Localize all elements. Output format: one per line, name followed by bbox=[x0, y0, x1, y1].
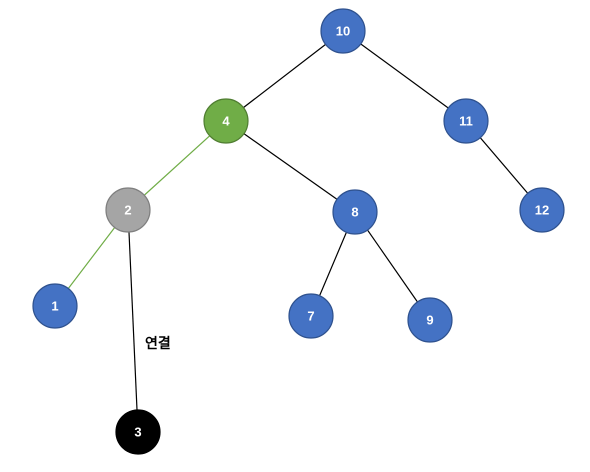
node-circle bbox=[115, 409, 161, 455]
node-label: 4 bbox=[222, 114, 230, 129]
tree-node-7: 7 bbox=[288, 293, 334, 339]
tree-node-9: 9 bbox=[407, 297, 453, 343]
node-circle bbox=[332, 189, 378, 235]
edge-10-11 bbox=[342, 30, 467, 122]
node-label: 8 bbox=[351, 205, 358, 220]
connect-annotation: 연결 bbox=[145, 335, 171, 352]
node-circle bbox=[288, 293, 334, 339]
node-circle bbox=[443, 98, 489, 144]
tree-node-4: 4 bbox=[203, 98, 249, 144]
node-label: 10 bbox=[336, 24, 350, 39]
tree-node-12: 12 bbox=[519, 187, 565, 233]
node-circle bbox=[519, 187, 565, 233]
edge-2-3 bbox=[127, 209, 139, 433]
node-label: 11 bbox=[459, 114, 473, 129]
tree-node-11: 11 bbox=[443, 98, 489, 144]
tree-node-8: 8 bbox=[332, 189, 378, 235]
node-label: 1 bbox=[51, 299, 58, 314]
edge-4-8 bbox=[225, 120, 356, 213]
node-circle bbox=[32, 283, 78, 329]
node-label: 12 bbox=[535, 203, 549, 218]
node-label: 9 bbox=[426, 313, 433, 328]
tree-node-10: 10 bbox=[320, 8, 366, 54]
edge-10-4 bbox=[225, 30, 344, 122]
node-label: 2 bbox=[124, 203, 131, 218]
tree-node-1: 1 bbox=[32, 283, 78, 329]
node-circle bbox=[203, 98, 249, 144]
node-label: 3 bbox=[134, 425, 141, 440]
node-label: 7 bbox=[307, 309, 314, 324]
tree-node-3: 3 bbox=[115, 409, 161, 455]
node-circle bbox=[320, 8, 366, 54]
tree-node-2: 2 bbox=[105, 187, 151, 233]
nodes-layer: 10 4 11 2 8 12 1 7 9 3 bbox=[32, 8, 565, 455]
node-circle bbox=[105, 187, 151, 233]
node-circle bbox=[407, 297, 453, 343]
